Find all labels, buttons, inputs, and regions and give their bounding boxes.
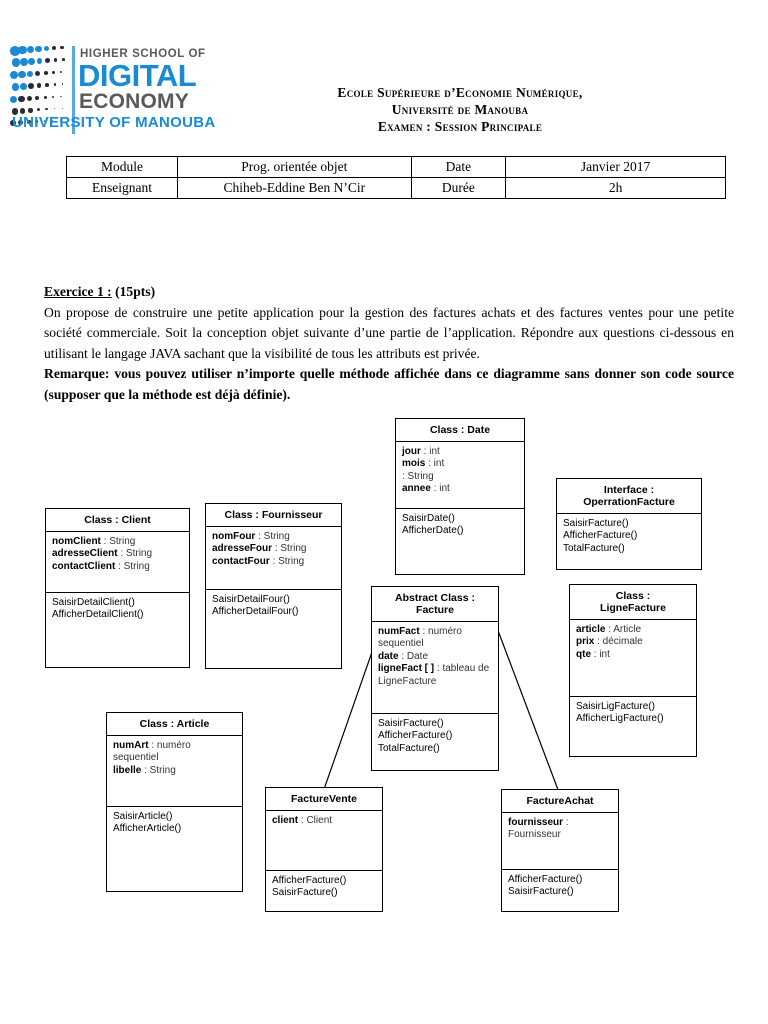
uml-class-lignefacture-title: Class : LigneFacture: [570, 585, 696, 620]
exercise-block: Exercice 1 : (15pts) On propose de const…: [44, 282, 734, 405]
logo-line-university-of-manouba: UNIVERSITY OF MANOUBA: [12, 114, 216, 131]
document-header: Ecole Supérieure d’Economie Numérique, U…: [250, 84, 670, 135]
uml-class-date-operations: SaisirDate() AfficherDate(): [402, 513, 464, 537]
uml-interface-operrationfacture: Interface : OperrationFacture SaisirFact…: [556, 478, 702, 570]
logo-line-higher-school-of: HIGHER SCHOOL OF: [80, 48, 206, 60]
cell-date-value: Janvier 2017: [505, 156, 726, 178]
logo-line-economy: ECONOMY: [79, 90, 189, 113]
school-logo: HIGHER SCHOOL OF DIGITAL ECONOMY UNIVERS…: [8, 42, 215, 142]
uml-class-factureachat-operations: AfficherFacture() SaisirFacture(): [508, 874, 583, 898]
exercise-remark: Remarque: vous pouvez utiliser n’importe…: [44, 366, 734, 402]
uml-class-facturevente-attributes: client : Client: [266, 811, 382, 871]
uml-class-article-title: Class : Article: [107, 713, 242, 736]
generalization-line-factureachat: [490, 611, 561, 796]
uml-class-lignefacture-operations: SaisirLigFacture() AfficherLigFacture(): [576, 701, 664, 725]
uml-class-facturevente: FactureVente client : Client AfficherFac…: [265, 787, 383, 912]
uml-interface-operrationfacture-title: Interface : OperrationFacture: [557, 479, 701, 514]
header-line-exam: Examen : Session Principale: [377, 119, 543, 134]
header-line-university: Université de Manouba: [391, 102, 529, 117]
uml-class-facturevente-operations: AfficherFacture() SaisirFacture(): [272, 875, 347, 899]
table-row: Enseignant Chiheb-Eddine Ben N’Cir Durée…: [65, 177, 726, 199]
exercise-paragraph: On propose de construire une petite appl…: [44, 304, 734, 361]
uml-class-facturevente-title: FactureVente: [266, 788, 382, 811]
cell-duration-label: Durée: [410, 177, 507, 199]
uml-class-client-operations: SaisirDetailClient() AfficherDetailClien…: [52, 597, 144, 621]
exercise-heading: Exercice 1 : (15pts): [44, 282, 734, 303]
logo-dot-pattern: [8, 42, 70, 140]
uml-class-client-title: Class : Client: [46, 509, 189, 532]
uml-class-fournisseur-title: Class : Fournisseur: [206, 504, 341, 527]
logo-line-digital: DIGITAL: [78, 58, 197, 93]
uml-class-factureachat-attributes: fournisseur :Fournisseur: [502, 813, 618, 870]
uml-class-factureachat: FactureAchat fournisseur :Fournisseur Af…: [501, 789, 619, 912]
uml-class-article: Class : Article numArt : numéro sequenti…: [106, 712, 243, 892]
uml-class-facture-title: Abstract Class : Facture: [372, 587, 498, 622]
cell-duration-value: 2h: [505, 177, 726, 199]
uml-class-factureachat-title: FactureAchat: [502, 790, 618, 813]
logo-divider-bar: [72, 46, 75, 134]
cell-teacher-value: Chiheb-Eddine Ben N’Cir: [177, 177, 412, 199]
exercise-title: Exercice 1 :: [44, 284, 112, 299]
header-line-school: Ecole Supérieure d’Economie Numérique,: [337, 85, 583, 100]
uml-class-article-operations: SaisirArticle() AfficherArticle(): [113, 811, 182, 835]
cell-teacher-label: Enseignant: [65, 177, 179, 199]
uml-class-facture-operations: SaisirFacture() AfficherFacture() TotalF…: [378, 718, 453, 754]
cell-module-label: Module: [65, 156, 179, 178]
uml-class-fournisseur-operations: SaisirDetailFour() AfficherDetailFour(): [212, 594, 299, 618]
uml-interface-operrationfacture-operations: SaisirFacture() AfficherFacture() TotalF…: [563, 518, 638, 554]
exam-info-table: Module Prog. orientée objet Date Janvier…: [65, 156, 726, 199]
uml-class-facture: Abstract Class : Facture numFact : numér…: [371, 586, 499, 771]
exercise-points: (15pts): [115, 284, 156, 299]
uml-class-date-title: Class : Date: [396, 419, 524, 442]
cell-module-value: Prog. orientée objet: [177, 156, 412, 178]
cell-date-label: Date: [410, 156, 507, 178]
table-row: Module Prog. orientée objet Date Janvier…: [65, 156, 726, 178]
